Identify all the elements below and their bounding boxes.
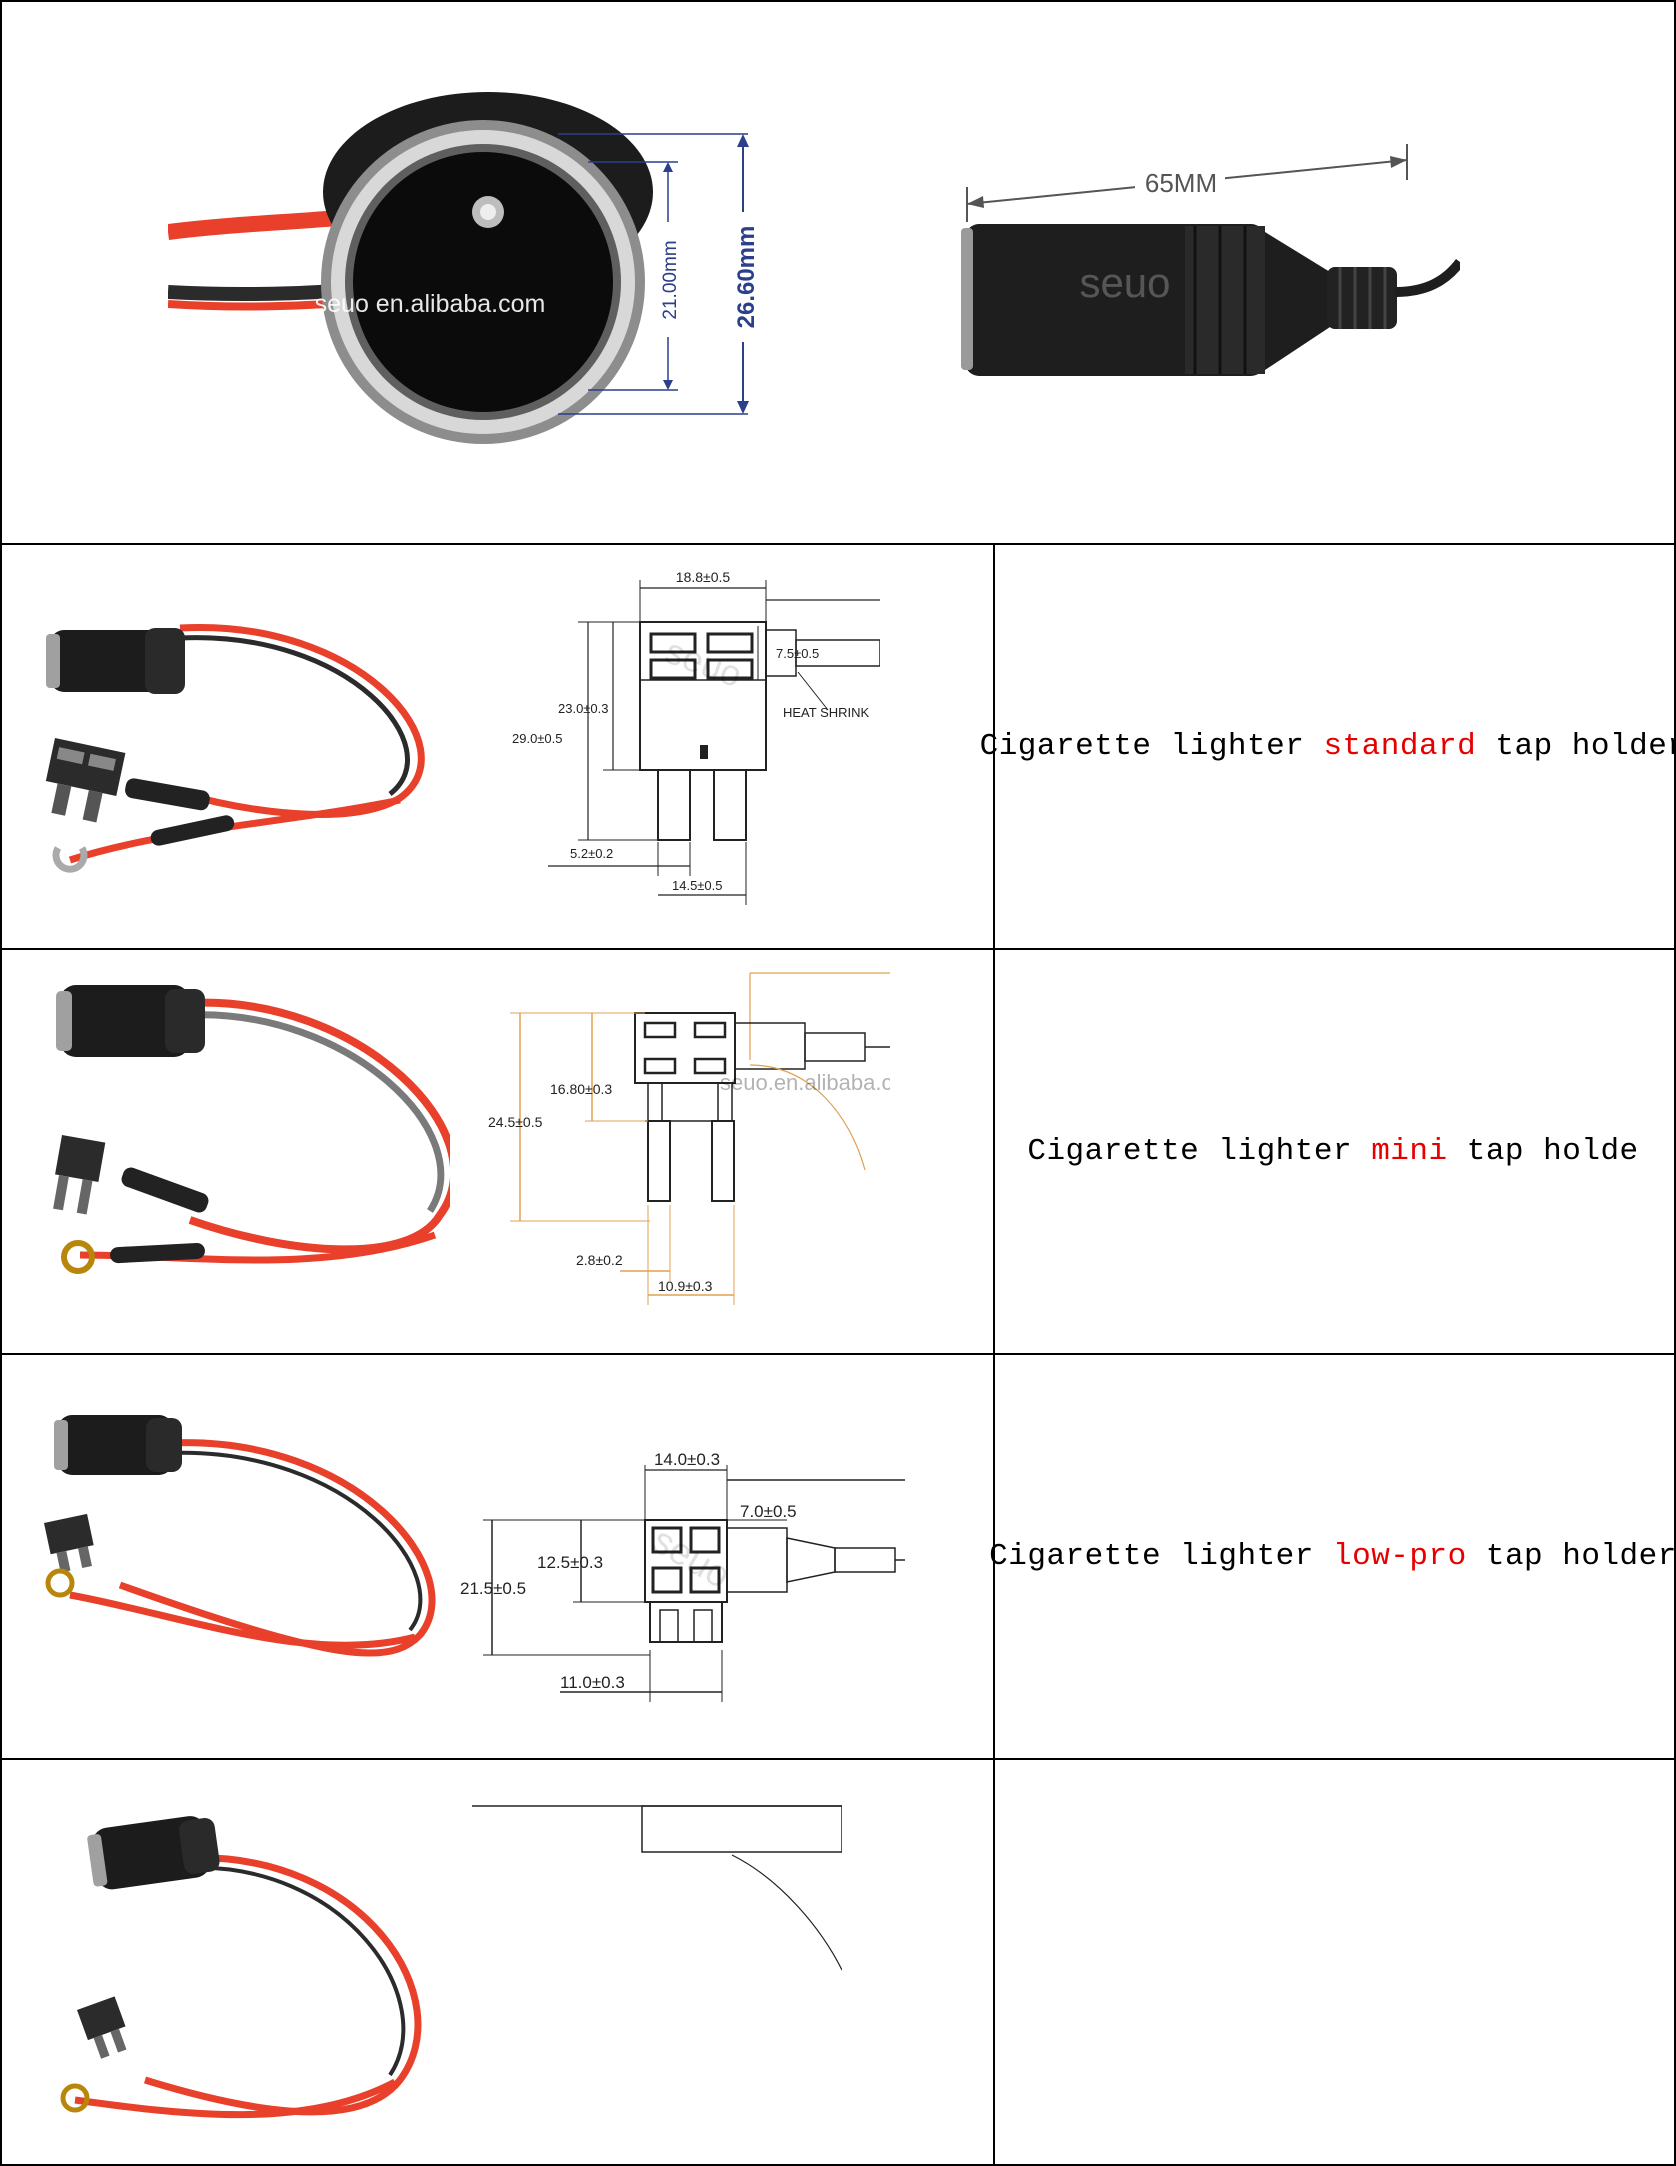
row-divider [0, 1758, 1676, 1760]
dim-top: 18.8±0.5 [676, 569, 731, 585]
dim-length-label: 65MM [1145, 168, 1217, 198]
dim-outer-label: 26.60mm [733, 226, 760, 329]
watermark: seuo en.alibaba.com [315, 290, 546, 318]
dim-top: 14.0±0.3 [654, 1450, 720, 1469]
caption-lowpro: Cigarette lighter low-pro tap holder [989, 1539, 1676, 1574]
watermark: seuo [1079, 259, 1170, 306]
dim-total: 21.5±0.5 [460, 1579, 526, 1598]
dim-blade: 2.8±0.2 [576, 1252, 623, 1268]
dim-total: 29.0±0.5 [512, 731, 563, 746]
row-divider [0, 1353, 1676, 1355]
dim-bottom: 10.9±0.3 [658, 1278, 713, 1294]
socket-side-photo: 65MM seuo [955, 132, 1460, 390]
dim-inner-label: 21.00mm [660, 240, 681, 319]
row-divider [0, 543, 1676, 545]
standard-cable-photo [30, 598, 435, 888]
dim-body: 16.80±0.3 [550, 1081, 612, 1097]
standard-drawing: 18.8±0.5 7.5±0.5 HEAT SHRINK 29.0±0 [508, 560, 880, 920]
dim-body: 12.5±0.3 [537, 1553, 603, 1572]
lowpro-drawing: 14.0±0.3 7.0±0.5 21.5±0.5 12.5±0.3 [455, 1410, 905, 1735]
caption-highlight: mini [1371, 1134, 1448, 1169]
mini-drawing: 24.5±0.5 16.80±0.3 2.8±0.2 10.9±0.3 seuo… [480, 965, 890, 1315]
row-divider [0, 948, 1676, 950]
caption-standard: Cigarette lighter standard tap holder [979, 729, 1676, 764]
caption-highlight: standard [1323, 729, 1477, 764]
dim-bottom: 14.5±0.5 [672, 878, 723, 893]
dim-body: 23.0±0.3 [558, 701, 609, 716]
dim-total: 24.5±0.5 [488, 1114, 543, 1130]
micro2-cable-photo [45, 1800, 425, 2140]
watermark: seuo.en.alibaba.com [720, 1070, 890, 1095]
column-divider [993, 543, 995, 2166]
caption-highlight: low-pro [1333, 1539, 1467, 1574]
caption-mini: Cigarette lighter mini tap holde [1027, 1134, 1639, 1169]
dim-wire: 7.0±0.5 [740, 1502, 797, 1521]
lowpro-cable-photo [30, 1405, 440, 1695]
dim-wire: 7.5±0.5 [776, 646, 819, 661]
mini-cable-photo [40, 975, 450, 1285]
dim-bottom: 11.0±0.3 [560, 1673, 625, 1692]
dim-note: HEAT SHRINK [783, 705, 870, 720]
micro2-drawing [432, 1780, 842, 2125]
dim-blade: 5.2±0.2 [570, 846, 613, 861]
socket-front-photo: 21.00mm 26.60mm seuo en.alibaba.com [168, 72, 764, 444]
